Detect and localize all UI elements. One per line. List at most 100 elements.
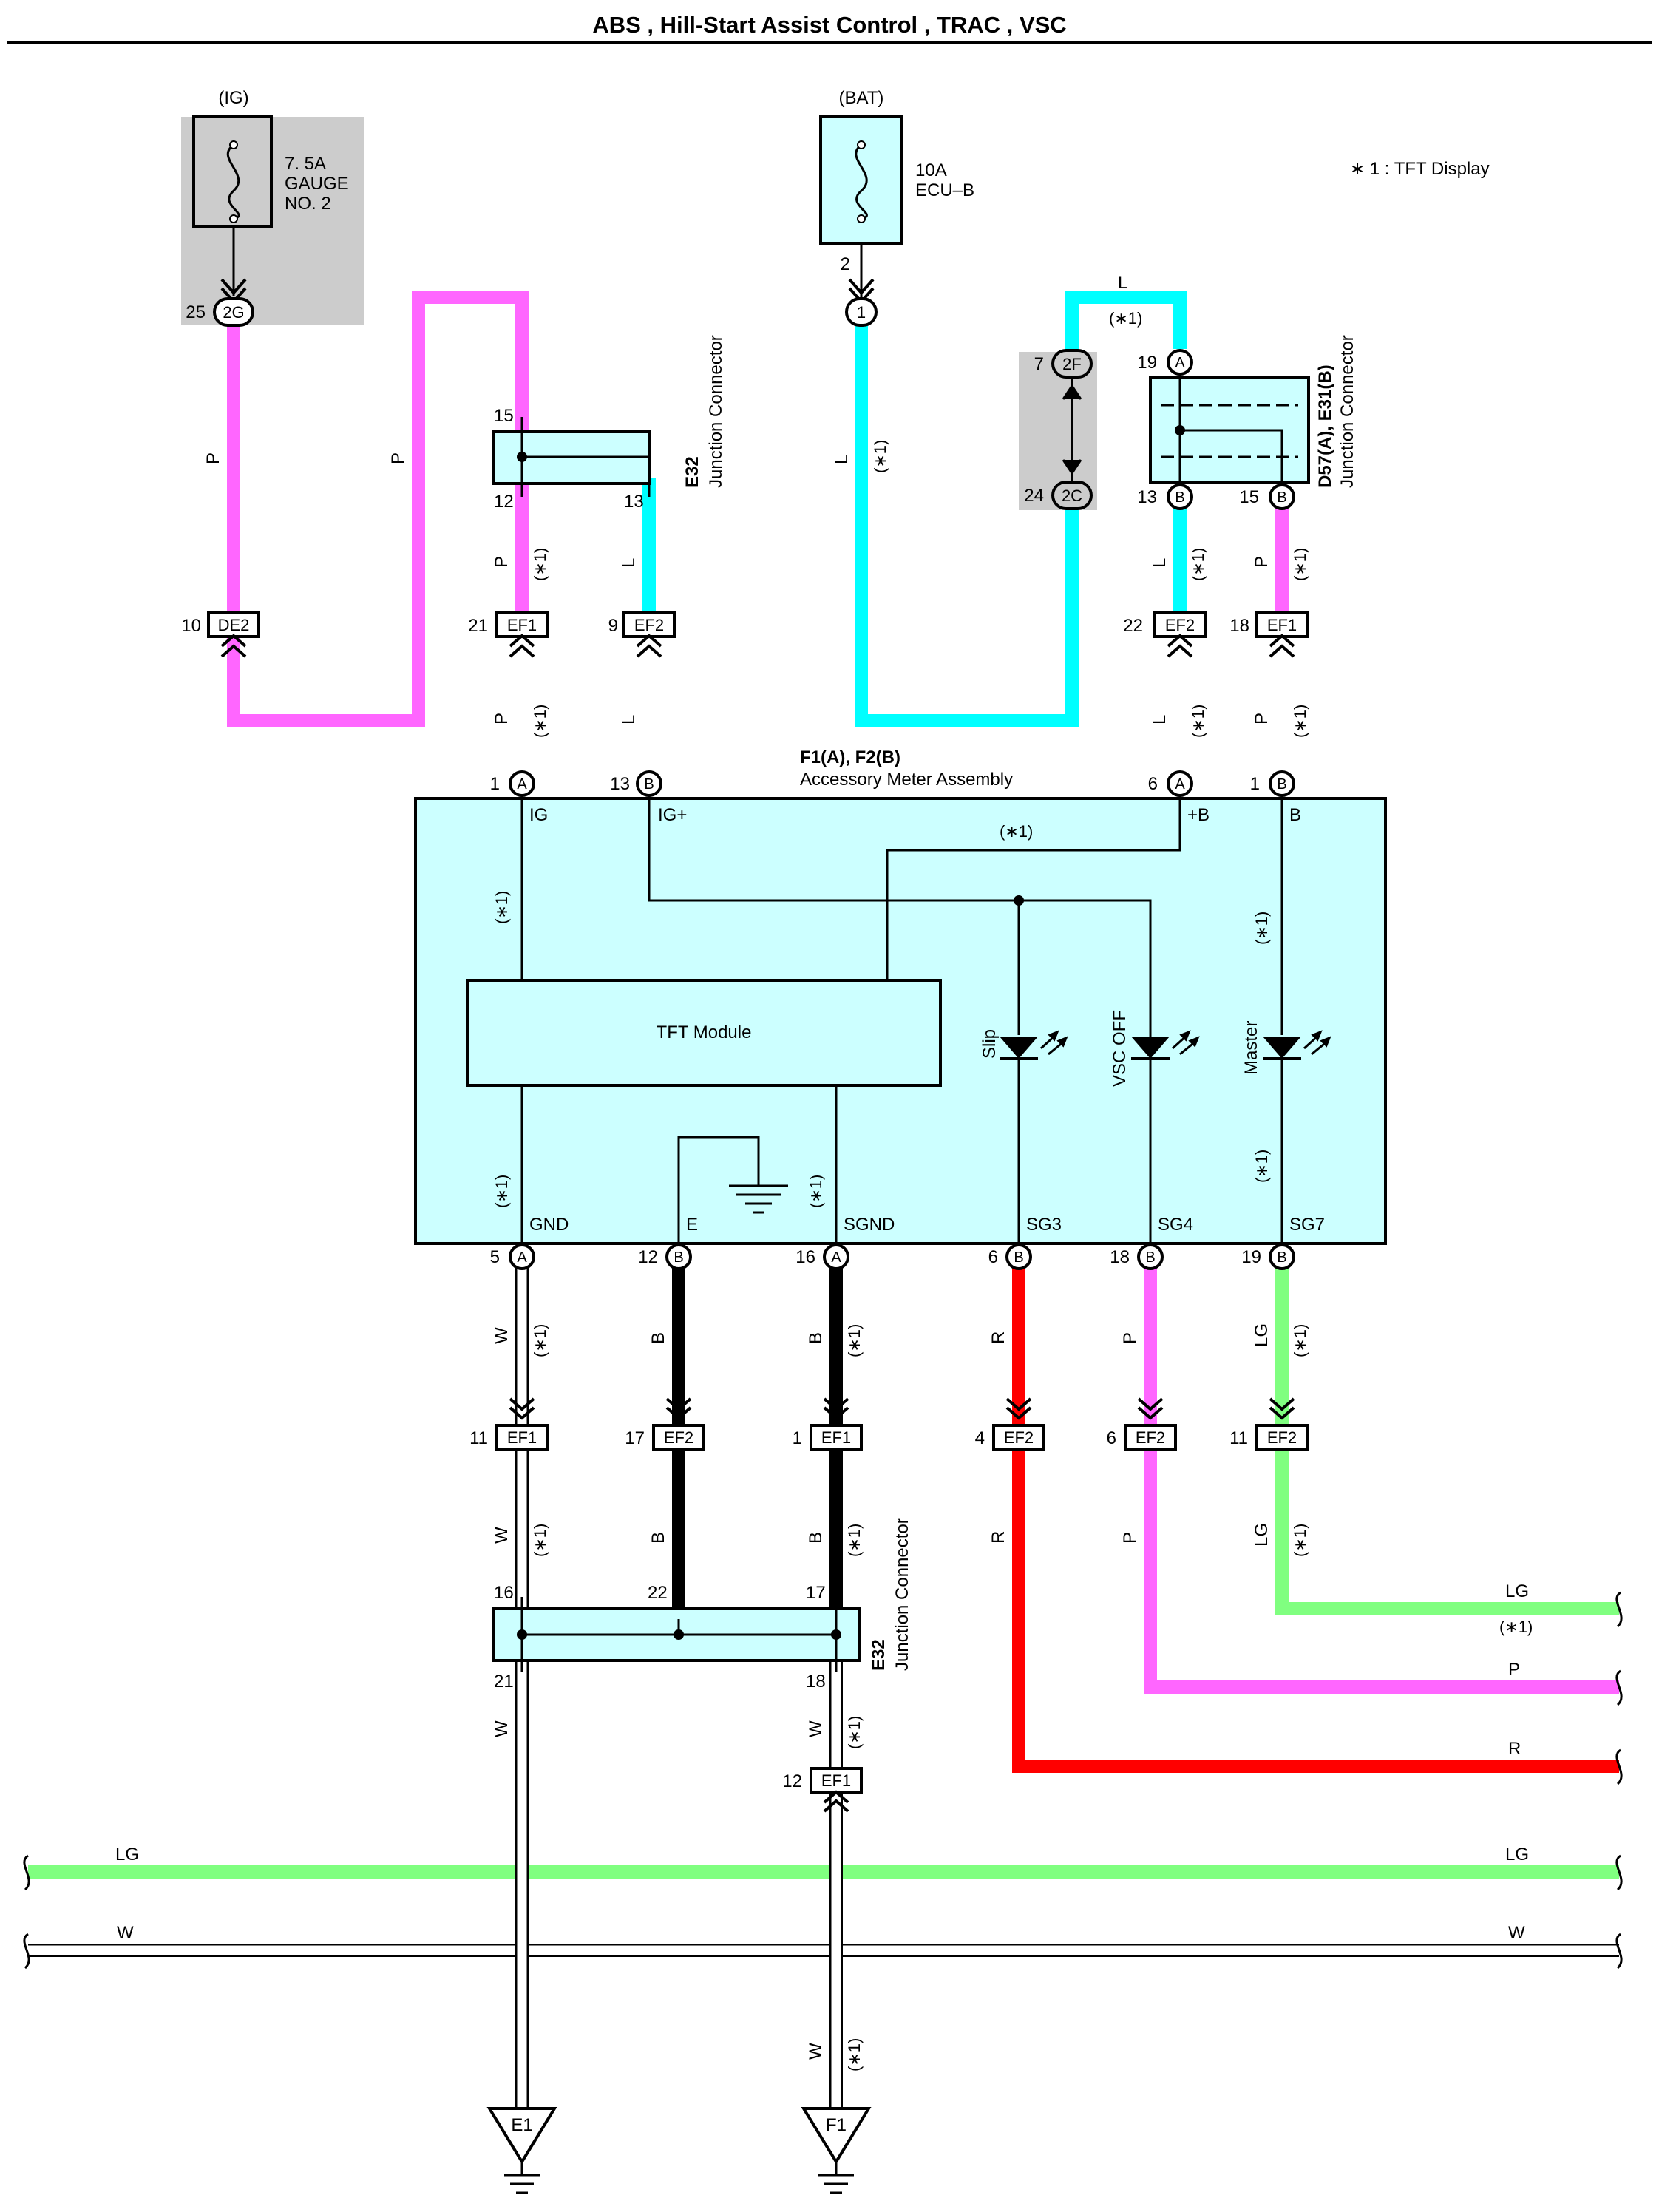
svg-text:(∗1): (∗1): [1252, 1150, 1271, 1183]
svg-text:P: P: [388, 452, 408, 464]
svg-text:LG: LG: [115, 1845, 139, 1865]
connector-pins-top: 2G 25 1 2F 7 2C 24 A 19 B 13 B 15: [186, 297, 1295, 510]
svg-text:B: B: [1277, 776, 1286, 793]
svg-text:W: W: [492, 1527, 512, 1544]
svg-text:2C: 2C: [1062, 486, 1082, 505]
svg-text:SG4: SG4: [1158, 1215, 1193, 1235]
svg-text:(∗1): (∗1): [492, 891, 511, 924]
meter-connector-name: Accessory Meter Assembly: [800, 770, 1013, 790]
svg-text:1: 1: [857, 303, 866, 322]
svg-text:11: 11: [469, 1428, 488, 1448]
svg-text:IG: IG: [529, 805, 548, 825]
svg-text:DE2: DE2: [218, 616, 250, 634]
svg-text:P: P: [492, 556, 512, 568]
meter-connector-id: F1(A), F2(B): [800, 747, 900, 767]
svg-text:9: 9: [608, 616, 618, 636]
svg-text:25: 25: [186, 302, 206, 322]
svg-text:B: B: [806, 1532, 826, 1544]
svg-text:EF2: EF2: [664, 1428, 693, 1447]
svg-text:B: B: [1175, 489, 1184, 506]
svg-text:EF1: EF1: [1267, 616, 1297, 634]
inline-connectors-bottom: EF1 11 EF2 17 EF1 1 EF2 4 EF2 6 EF2 11: [469, 1397, 1309, 1451]
e32-bottom-connector-name: Junction Connector: [892, 1518, 912, 1671]
svg-text:B: B: [1289, 805, 1301, 825]
fuse-bat-name1: ECU–B: [915, 180, 974, 200]
svg-text:P: P: [203, 452, 223, 464]
svg-text:B: B: [1277, 489, 1286, 506]
svg-text:EF1: EF1: [507, 1428, 537, 1447]
fuse-ig-rating: 7. 5A: [285, 154, 326, 174]
svg-text:P: P: [1252, 556, 1272, 568]
svg-text:15: 15: [494, 406, 514, 426]
indicator-leds: Slip VSC OFF Master: [980, 1010, 1331, 1087]
svg-text:SG7: SG7: [1289, 1215, 1325, 1235]
svg-text:16: 16: [795, 1247, 815, 1267]
svg-text:22: 22: [1123, 616, 1143, 636]
svg-text:13: 13: [1137, 487, 1157, 507]
svg-text:P: P: [1120, 1532, 1140, 1544]
svg-text:2F: 2F: [1062, 355, 1082, 373]
svg-text:15: 15: [1239, 487, 1259, 507]
svg-text:12: 12: [494, 492, 514, 512]
svg-text:1: 1: [1250, 774, 1260, 794]
svg-text:10: 10: [181, 616, 201, 636]
svg-text:(∗1): (∗1): [531, 1524, 549, 1557]
svg-text:A: A: [517, 1249, 527, 1266]
meter-bottom-pins: A 5 B 12 A 16 B 6 B 18 B 19: [490, 1244, 1295, 1270]
svg-text:17: 17: [625, 1428, 645, 1448]
svg-text:19: 19: [1137, 353, 1157, 373]
svg-text:13: 13: [624, 492, 644, 512]
svg-text:(∗1): (∗1): [1291, 1324, 1309, 1357]
svg-text:B: B: [644, 776, 654, 793]
svg-text:W: W: [492, 1327, 512, 1344]
svg-text:A: A: [1175, 776, 1185, 793]
svg-text:L: L: [1150, 715, 1170, 725]
svg-text:1: 1: [490, 774, 500, 794]
svg-text:GND: GND: [529, 1215, 569, 1235]
fuse-bat-source: (BAT): [839, 88, 884, 108]
svg-text:W: W: [492, 1720, 512, 1737]
svg-text:6: 6: [988, 1247, 998, 1267]
svg-text:EF2: EF2: [634, 616, 664, 634]
svg-text:13: 13: [610, 774, 630, 794]
svg-text:(∗1): (∗1): [1189, 705, 1207, 738]
meter-terminal-labels: IG IG+ +B B (∗1) (∗1) (∗1) (∗1) (∗1) (∗1…: [492, 805, 1325, 1235]
svg-text:(∗1): (∗1): [845, 1524, 864, 1557]
svg-text:B: B: [1277, 1249, 1286, 1266]
svg-text:1: 1: [793, 1428, 802, 1448]
svg-text:EF1: EF1: [821, 1428, 851, 1447]
svg-text:21: 21: [494, 1672, 514, 1692]
svg-text:E: E: [686, 1215, 698, 1235]
meter-top-pins: A 1 B 13 A 6 B 1: [490, 770, 1295, 797]
svg-text:EF2: EF2: [1004, 1428, 1034, 1447]
svg-text:EF1: EF1: [507, 616, 537, 634]
svg-text:+B: +B: [1187, 805, 1210, 825]
svg-text:LG: LG: [1505, 1845, 1529, 1865]
svg-text:EF2: EF2: [1136, 1428, 1165, 1447]
svg-text:L: L: [619, 715, 639, 725]
svg-text:11: 11: [1229, 1428, 1248, 1448]
svg-text:(∗1): (∗1): [807, 1175, 825, 1208]
svg-text:B: B: [1145, 1249, 1155, 1266]
svg-text:W: W: [1508, 1923, 1525, 1943]
svg-text:B: B: [806, 1332, 826, 1344]
svg-text:19: 19: [1241, 1247, 1261, 1267]
svg-text:6: 6: [1107, 1428, 1116, 1448]
svg-text:LG: LG: [1252, 1523, 1272, 1547]
fuse-bat-box: [819, 115, 903, 245]
fuse-ig-symbol: [226, 143, 240, 220]
svg-text:W: W: [117, 1923, 134, 1943]
svg-text:24: 24: [1024, 486, 1044, 506]
svg-text:P: P: [1120, 1332, 1140, 1344]
bus-break-marks: [23, 1591, 1623, 1970]
svg-text:(∗1): (∗1): [1000, 822, 1033, 841]
svg-text:(∗1): (∗1): [1109, 309, 1142, 328]
svg-text:SG3: SG3: [1026, 1215, 1062, 1235]
svg-text:6: 6: [1148, 774, 1158, 794]
d57-connector-id: D57(A), E31(B): [1315, 364, 1335, 488]
led-vsc-off-label: VSC OFF: [1110, 1010, 1130, 1087]
fuse-bat-symbol: [855, 143, 868, 220]
fuse-ig-name1: GAUGE: [285, 174, 349, 194]
svg-text:22: 22: [648, 1583, 668, 1603]
